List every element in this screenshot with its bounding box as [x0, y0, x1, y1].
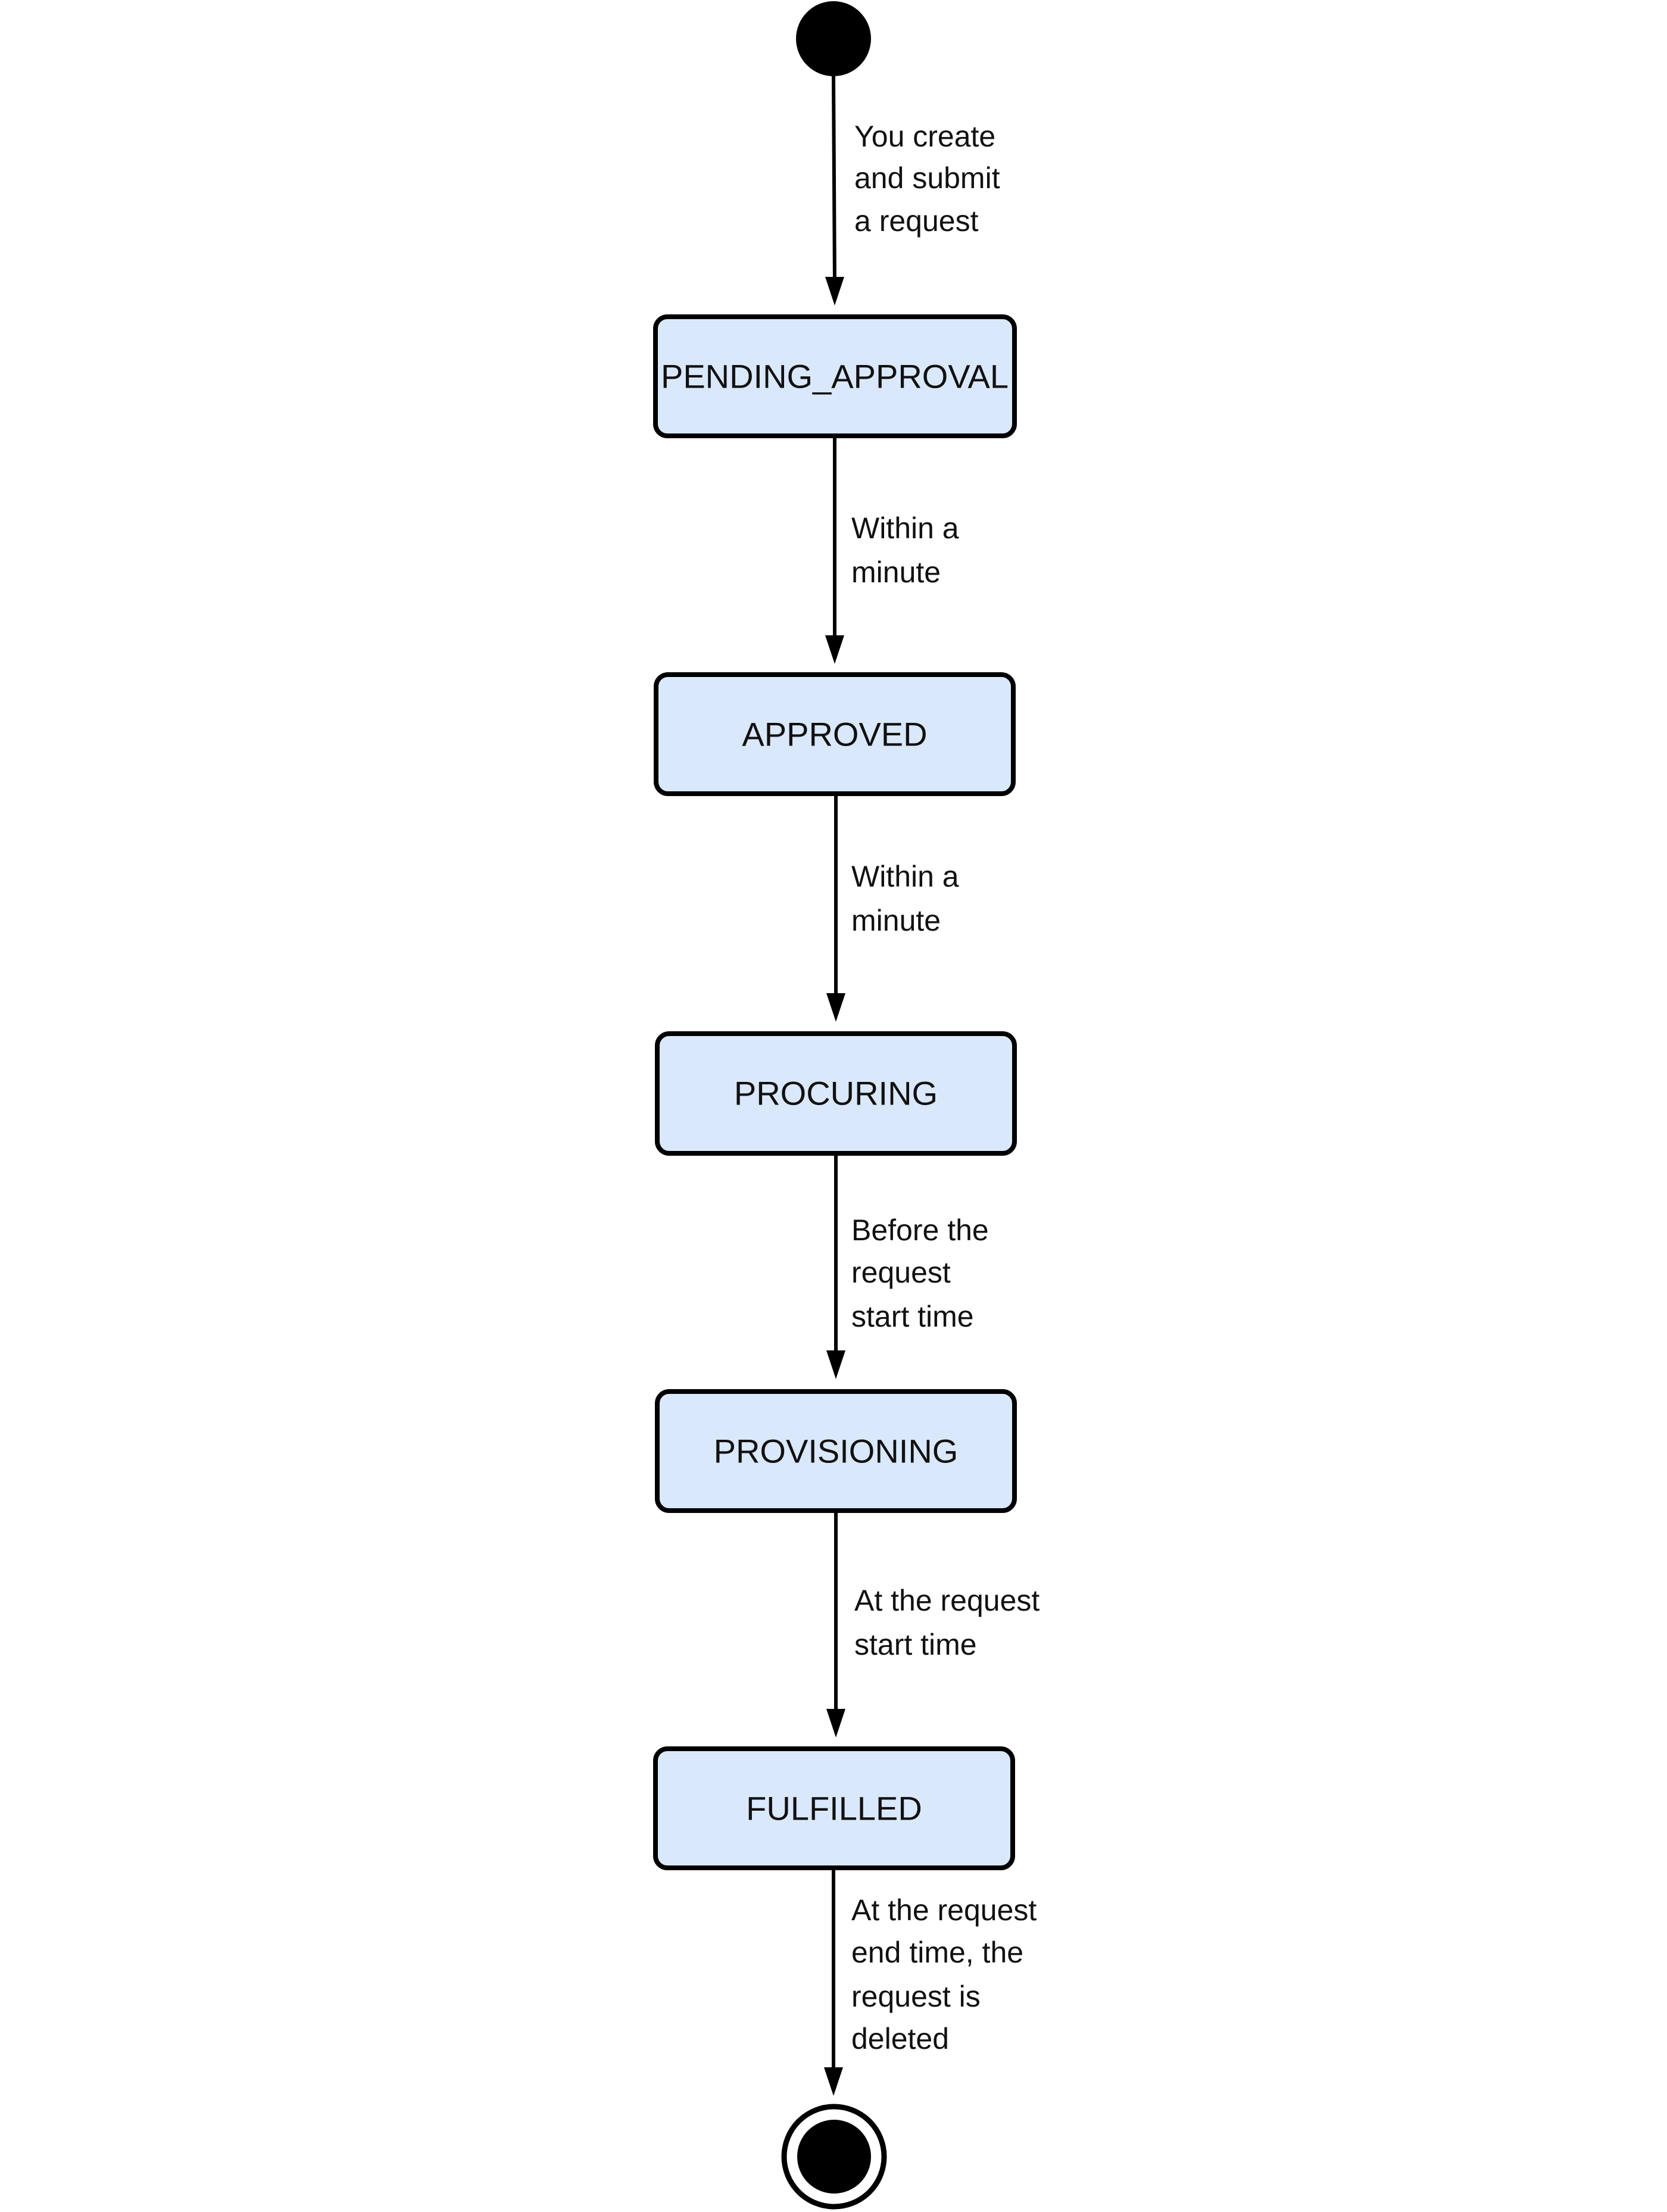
- state-box: [653, 1746, 1015, 1870]
- state-box: [654, 672, 1016, 796]
- arrowhead-approved-to-procuring: [826, 993, 845, 1022]
- transition-label-line: start time: [851, 1300, 974, 1333]
- transition-label-line: Within a: [851, 860, 959, 893]
- transition-label-provision: Before the request start time: [851, 1213, 997, 1333]
- transition-label-approve: Within a minute: [851, 511, 967, 589]
- state-box: [655, 1389, 1017, 1513]
- arrowhead-fulfilled-to-final: [824, 2067, 843, 2096]
- arrowhead-procuring-to-provisioning: [826, 1350, 845, 1379]
- transition-label-line: request: [851, 1256, 951, 1289]
- transition-label-line: minute: [851, 904, 941, 937]
- transition-label-line: deleted: [851, 2022, 949, 2055]
- transition-label-submit: You create and submit a request: [854, 120, 1009, 238]
- final-state: [781, 2104, 887, 2210]
- state-label: PENDING_APPROVAL: [661, 358, 1009, 395]
- arrowhead-provisioning-to-fulfilled: [826, 1709, 845, 1737]
- transition-label-line: At the request: [851, 1893, 1037, 1927]
- state-pending-approval: PENDING_APPROVAL: [653, 314, 1017, 438]
- transition-label-line: a request: [854, 204, 979, 238]
- state-label: FULFILLED: [746, 1790, 922, 1827]
- state-box: [655, 1031, 1017, 1156]
- transition-label-line: Before the: [851, 1213, 989, 1247]
- state-procuring: PROCURING: [655, 1031, 1017, 1156]
- initial-state-dot: [796, 1, 871, 76]
- transition-label-line: You create: [854, 120, 995, 153]
- transition-label-line: minute: [851, 556, 941, 589]
- transition-label-line: Within a: [851, 511, 959, 545]
- transition-label-line: request is: [851, 1980, 981, 2013]
- arrowhead-pending-to-approved: [825, 635, 844, 664]
- state-fulfilled: FULFILLED: [653, 1746, 1015, 1870]
- arrowhead-initial-to-pending: [825, 277, 844, 305]
- state-provisioning: PROVISIONING: [655, 1389, 1017, 1513]
- transition-label-line: At the request: [854, 1584, 1039, 1617]
- state-approved: APPROVED: [654, 672, 1016, 796]
- state-label: PROCURING: [734, 1075, 938, 1112]
- transition-label-delete: At the request end time, the request is …: [851, 1893, 1045, 2055]
- state-box: [653, 314, 1017, 438]
- transition-label-line: start time: [854, 1628, 977, 1661]
- transition-label-procure: Within a minute: [851, 860, 967, 937]
- transition-arrows: [824, 76, 845, 2096]
- state-label: PROVISIONING: [714, 1433, 959, 1470]
- transition-label-line: and submit: [854, 161, 1000, 195]
- state-label: APPROVED: [742, 716, 927, 753]
- final-state-dot: [797, 2120, 871, 2194]
- transition-label-fulfill: At the request start time: [854, 1584, 1048, 1661]
- transition-label-line: end time, the: [851, 1936, 1023, 1969]
- arrow-initial-to-pending: [832, 76, 836, 286]
